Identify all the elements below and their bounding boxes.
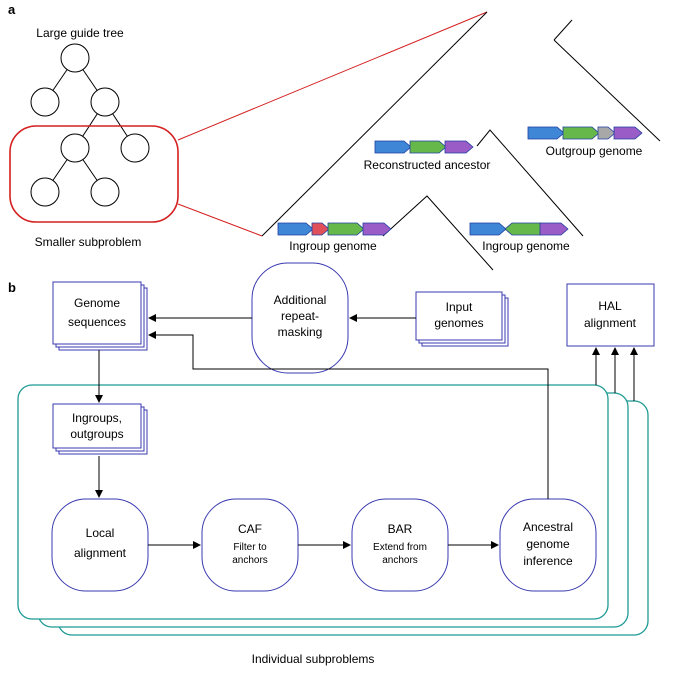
genome-sequences-box: Genome sequences [52, 281, 148, 351]
bar-title: BAR [388, 522, 413, 536]
outgroup-gene-gray [597, 126, 616, 140]
local-alignment-line-1: Local [86, 526, 115, 540]
ancestor-gene-blue [374, 140, 412, 154]
guide-tree [30, 43, 150, 207]
tree-title: Large guide tree [36, 26, 124, 40]
flow-arrows [95, 314, 638, 549]
gene-arrows [277, 126, 643, 236]
reconstructed-ancestor-label: Reconstructed ancestor [364, 158, 491, 172]
tree-node [30, 87, 60, 117]
tree-node [90, 177, 120, 207]
ingroup1-gene-red [311, 222, 330, 236]
input-genomes-box: Input genomes [415, 291, 509, 347]
caf-title: CAF [238, 522, 262, 536]
input-genomes-line-1: Input [446, 300, 473, 314]
panel-b-label: b [8, 280, 16, 295]
subproblem-outline [9, 125, 179, 223]
caf-box: CAF Filter to anchors [201, 498, 299, 592]
zoom-line-bottom [177, 203, 263, 237]
hal-alignment-line-1: HAL [598, 299, 622, 313]
ingroup1-gene-blue [277, 222, 314, 236]
ingroup-genome-label-1: Ingroup genome [289, 239, 377, 253]
outgroup-gene-blue [527, 126, 565, 140]
tree-node [120, 133, 150, 163]
repeat-masking-line-1: Additional [274, 293, 327, 307]
caf-sub-line-1: Filter to [233, 542, 267, 553]
panel-a-label: a [8, 2, 16, 17]
bar-sub-line-1: Extend from [373, 542, 427, 553]
hal-alignment-box: HAL alignment [566, 283, 655, 347]
zoom-line-top [177, 11, 488, 141]
bar-box: BAR Extend from anchors [351, 498, 449, 592]
outgroup-gene-green [562, 126, 600, 140]
tree-node [90, 87, 120, 117]
caf-sub-line-2: anchors [232, 555, 268, 566]
ancestral-inference-box: Ancestral genome inference [499, 498, 597, 592]
ancestral-line-2: genome [526, 537, 570, 551]
repeat-masking-line-3: masking [278, 325, 323, 339]
genome-sequences-line-1: Genome [74, 296, 120, 310]
ingroups-line-2: outgroups [70, 427, 123, 441]
local-alignment-line-2: alignment [74, 546, 127, 560]
outgroup-genome-label: Outgroup genome [546, 144, 643, 158]
bar-sub-line-2: anchors [382, 555, 418, 566]
arrow-inference-feedback [148, 331, 549, 499]
ancestral-line-1: Ancestral [523, 520, 573, 534]
tree-node [60, 43, 90, 73]
subproblem-caption: Smaller subproblem [35, 235, 142, 249]
individual-subproblems-label: Individual subproblems [252, 652, 375, 666]
expanded-tree-lines [261, 11, 661, 271]
ancestral-line-3: inference [523, 554, 573, 568]
ingroup1-gene-purple [362, 222, 392, 236]
input-genomes-line-2: genomes [434, 316, 483, 330]
local-alignment-box: Local alignment [51, 498, 149, 592]
ingroup-genome-label-2: Ingroup genome [482, 239, 570, 253]
hal-alignment-line-2: alignment [584, 316, 637, 330]
ancestor-gene-green [409, 140, 447, 154]
ingroups-outgroups-box: Ingroups, outgroups [52, 403, 148, 455]
repeat-masking-line-2: repeat- [281, 309, 319, 323]
genome-sequences-line-2: sequences [68, 315, 126, 329]
repeat-masking-box: Additional repeat- masking [251, 262, 349, 374]
ingroup2-gene-blue [469, 222, 507, 236]
tree-node [30, 177, 60, 207]
ingroup2-gene-green [504, 222, 542, 236]
subproblem-stack [17, 384, 649, 636]
ingroups-line-1: Ingroups, [72, 411, 122, 425]
ingroup1-gene-green [327, 222, 365, 236]
ancestor-gene-purple [444, 140, 474, 154]
outgroup-gene-purple [613, 126, 643, 140]
tree-node [60, 133, 90, 163]
ingroup2-gene-purple [539, 222, 569, 236]
